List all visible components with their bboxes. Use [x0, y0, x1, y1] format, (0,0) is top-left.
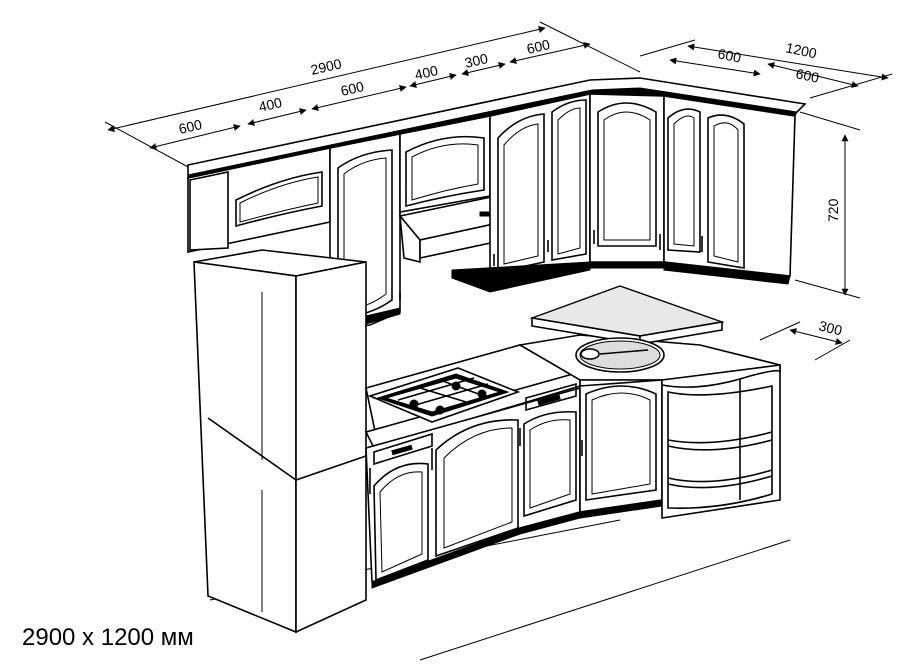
lower-cabinets — [364, 285, 781, 589]
refrigerator — [193, 249, 367, 634]
dimension-labels: 2900 600 400 600 400 300 600 1200 600 60… — [177, 36, 844, 339]
gas-hob — [367, 367, 521, 423]
dim-height: 720 — [825, 198, 841, 222]
dim-sink-shelf: 300 — [817, 317, 844, 338]
dim-seg-5: 300 — [463, 50, 490, 71]
dim-side-1: 600 — [716, 45, 742, 66]
upper-cabinets — [187, 77, 807, 331]
kitchen-size-caption: 2900 x 1200 мм — [22, 624, 194, 651]
dim-total-width: 1200 — [784, 39, 818, 61]
dim-seg-1: 600 — [177, 116, 204, 137]
dim-seg-6: 600 — [525, 36, 552, 57]
dim-side-2: 600 — [794, 65, 820, 86]
dim-seg-4: 400 — [413, 62, 440, 83]
dim-seg-3: 600 — [339, 78, 366, 99]
dim-total-length: 2900 — [309, 55, 343, 78]
sink — [575, 337, 665, 373]
dim-seg-2: 400 — [257, 94, 284, 115]
